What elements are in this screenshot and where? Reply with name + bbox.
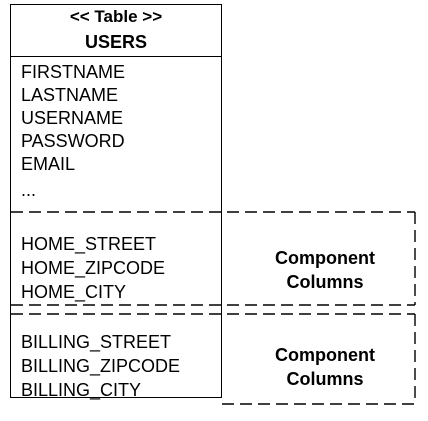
column-home-street: HOME_STREET [21,234,157,254]
home-component-label: Component Columns [235,246,415,294]
table-stereotype: << Table >> [69,7,163,26]
column-ellipsis: ... [21,180,37,200]
users-table-box: << Table >> USERS FIRSTNAME LASTNAME USE… [10,4,222,400]
column-billing-zipcode: BILLING_ZIPCODE [21,356,181,376]
column-password: PASSWORD [21,131,125,151]
billing-component-label-line1: Component [275,345,375,365]
column-home-zipcode: HOME_ZIPCODE [21,258,166,278]
column-email: EMAIL [21,154,76,174]
column-billing-city: BILLING_CITY [21,380,142,400]
column-username: USERNAME [21,108,124,128]
column-billing-street: BILLING_STREET [21,332,172,352]
column-home-city: HOME_CITY [21,282,127,302]
billing-component-label: Component Columns [235,343,415,391]
table-header: << Table >> USERS [11,5,221,57]
home-component-label-line2: Columns [286,272,364,292]
home-component-label-line1: Component [275,248,375,268]
table-name: USERS [84,32,147,52]
column-firstname: FIRSTNAME [21,62,126,82]
column-lastname: LASTNAME [21,85,119,105]
billing-component-label-line2: Columns [286,369,364,389]
